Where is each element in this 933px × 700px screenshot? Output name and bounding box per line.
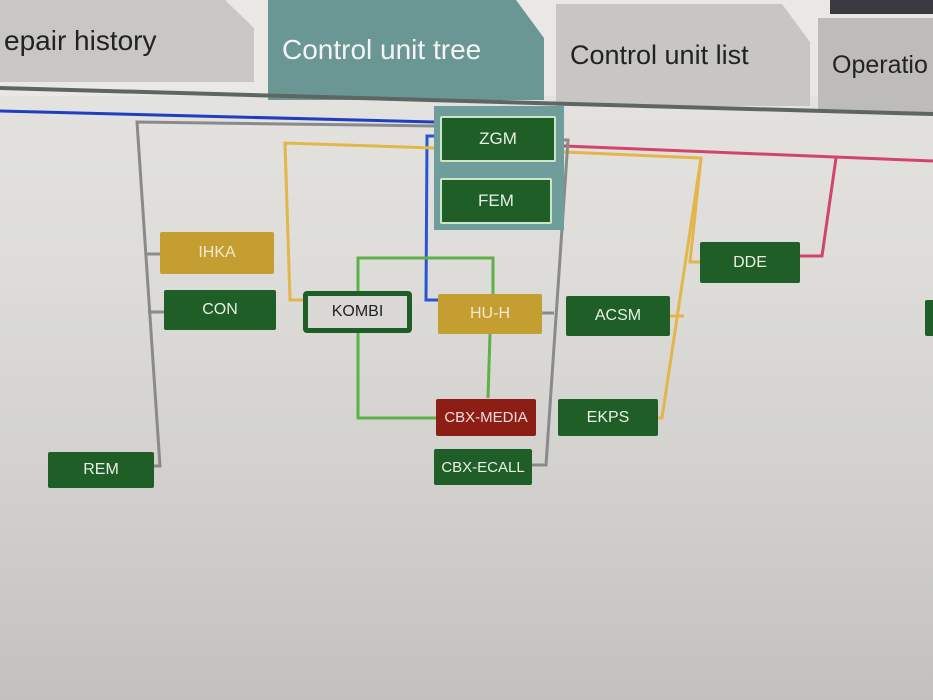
tab-control-unit-list[interactable]: Control unit list [556, 4, 810, 106]
tab-bar: epair history Control unit tree Control … [0, 0, 933, 112]
bus-line-pink [563, 144, 933, 163]
bus-line-blue-huh [424, 134, 438, 302]
bus-line-green-down [356, 332, 436, 420]
bus-line-green-media [486, 333, 492, 399]
tab-label: Control unit tree [282, 34, 482, 65]
unit-fem[interactable]: FEM [440, 178, 552, 224]
unit-label: KOMBI [331, 303, 384, 320]
tab-control-unit-tree[interactable]: Control unit tree [268, 0, 544, 100]
bus-line-gray-left [135, 120, 435, 468]
tab-operations[interactable]: Operatio [818, 18, 933, 112]
unit-ihka[interactable]: IHKA [160, 232, 274, 274]
unit-label: REM [83, 461, 119, 478]
unit-label: CON [202, 301, 238, 318]
unit-label: FEM [478, 191, 514, 210]
window-edge [830, 0, 933, 14]
unit-offscreen[interactable] [925, 300, 933, 336]
unit-label: DDE [733, 253, 767, 271]
tab-label: epair history [4, 25, 157, 56]
bus-line-gray-right [532, 138, 570, 467]
tab-label: Operatio [832, 50, 928, 79]
unit-dde[interactable]: DDE [700, 242, 800, 283]
unit-ekps[interactable]: EKPS [558, 399, 658, 436]
unit-label: ACSM [594, 307, 642, 324]
unit-acsm[interactable]: ACSM [566, 296, 670, 336]
bus-line-green [356, 256, 495, 296]
unit-rem[interactable]: REM [48, 452, 154, 488]
unit-label: CBX-ECALL [441, 458, 525, 476]
unit-label: HU-H [470, 305, 510, 322]
unit-label: EKPS [586, 408, 630, 426]
tab-label: Control unit list [570, 39, 749, 70]
unit-label: IHKA [198, 244, 236, 261]
bus-line-pink-dde [800, 157, 838, 258]
unit-zgm[interactable]: ZGM [440, 116, 556, 162]
bus-line-gold-right [563, 150, 703, 264]
tab-repair-history[interactable]: epair history [0, 0, 254, 82]
unit-cbx-media[interactable]: CBX-MEDIA [436, 399, 536, 436]
unit-con[interactable]: CON [164, 290, 276, 330]
bus-line-gold-left [283, 141, 435, 302]
unit-kombi[interactable]: KOMBI [303, 291, 412, 333]
unit-hu-h[interactable]: HU-H [438, 294, 542, 334]
unit-label: CBX-MEDIA [444, 409, 528, 426]
unit-label: ZGM [479, 129, 517, 148]
bus-line-blue [0, 109, 435, 124]
bus-line-gold-right-down [658, 157, 703, 420]
unit-cbx-ecall[interactable]: CBX-ECALL [434, 449, 532, 485]
